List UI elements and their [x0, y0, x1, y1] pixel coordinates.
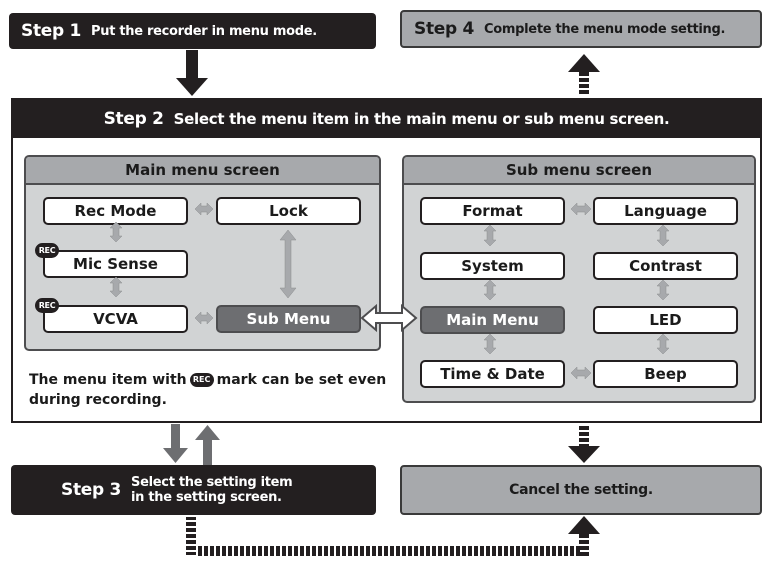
- rec-note-part1: The menu item with: [29, 372, 187, 388]
- step3-text-line1: Select the setting item: [131, 475, 293, 490]
- menu-item-rec-mode[interactable]: Rec Mode: [43, 197, 188, 225]
- menu-item-sub-menu[interactable]: Sub Menu: [216, 305, 361, 333]
- sub-menu-arrows: [483, 202, 670, 380]
- menu-item-led[interactable]: LED: [593, 306, 738, 334]
- main-menu-title: Main menu screen: [26, 157, 379, 185]
- arrow-step1-to-step2: [176, 50, 208, 96]
- menu-item-mic-sense[interactable]: Mic Sense: [43, 250, 188, 278]
- sub-menu-title: Sub menu screen: [404, 157, 754, 185]
- rec-mark-icon: REC: [35, 298, 59, 313]
- menu-item-beep[interactable]: Beep: [593, 360, 738, 388]
- arrow-submenu-mainmenu: [360, 303, 418, 333]
- cancel-box: Cancel the setting.: [400, 465, 762, 515]
- step2-frame: Step 2 Select the menu item in the main …: [11, 98, 762, 423]
- menu-item-main-menu[interactable]: Main Menu: [420, 306, 565, 334]
- step2-text: Select the menu item in the main menu or…: [173, 110, 670, 128]
- arrow-step3-to-cancel: [186, 516, 600, 556]
- step2-title: Step 2: [103, 109, 164, 129]
- step4-text: Complete the menu mode setting.: [484, 21, 726, 37]
- arrow-step3-to-step2: [195, 425, 220, 465]
- menu-item-lock[interactable]: Lock: [216, 197, 361, 225]
- menu-item-contrast[interactable]: Contrast: [593, 252, 738, 280]
- menu-item-system[interactable]: System: [420, 252, 565, 280]
- arrow-step2-to-step3: [163, 424, 188, 463]
- step4-box: Step 4 Complete the menu mode setting.: [400, 10, 762, 48]
- step1-box: Step 1 Put the recorder in menu mode.: [9, 13, 376, 49]
- menu-item-language[interactable]: Language: [593, 197, 738, 225]
- step1-text: Put the recorder in menu mode.: [91, 23, 317, 39]
- step3-box: Step 3 Select the setting item in the se…: [11, 465, 376, 515]
- arrow-step2-to-cancel: [568, 425, 600, 463]
- cancel-text: Cancel the setting.: [509, 482, 653, 498]
- menu-item-vcva[interactable]: VCVA: [43, 305, 188, 333]
- step3-text-line2: in the setting screen.: [131, 490, 282, 505]
- rec-note-part2: mark can be set even during recording.: [29, 372, 387, 408]
- step4-title: Step 4: [414, 19, 475, 39]
- menu-item-time-date[interactable]: Time & Date: [420, 360, 565, 388]
- step3-title: Step 3: [61, 480, 122, 500]
- menu-item-format[interactable]: Format: [420, 197, 565, 225]
- step3-text: Select the setting item in the setting s…: [131, 475, 293, 505]
- step1-title: Step 1: [21, 21, 82, 41]
- step2-header: Step 2 Select the menu item in the main …: [13, 100, 760, 138]
- main-menu-arrows: [109, 202, 297, 325]
- rec-mark-icon: REC: [189, 373, 214, 387]
- rec-mark-icon: REC: [35, 243, 59, 258]
- arrow-step2-to-step4: [568, 54, 600, 96]
